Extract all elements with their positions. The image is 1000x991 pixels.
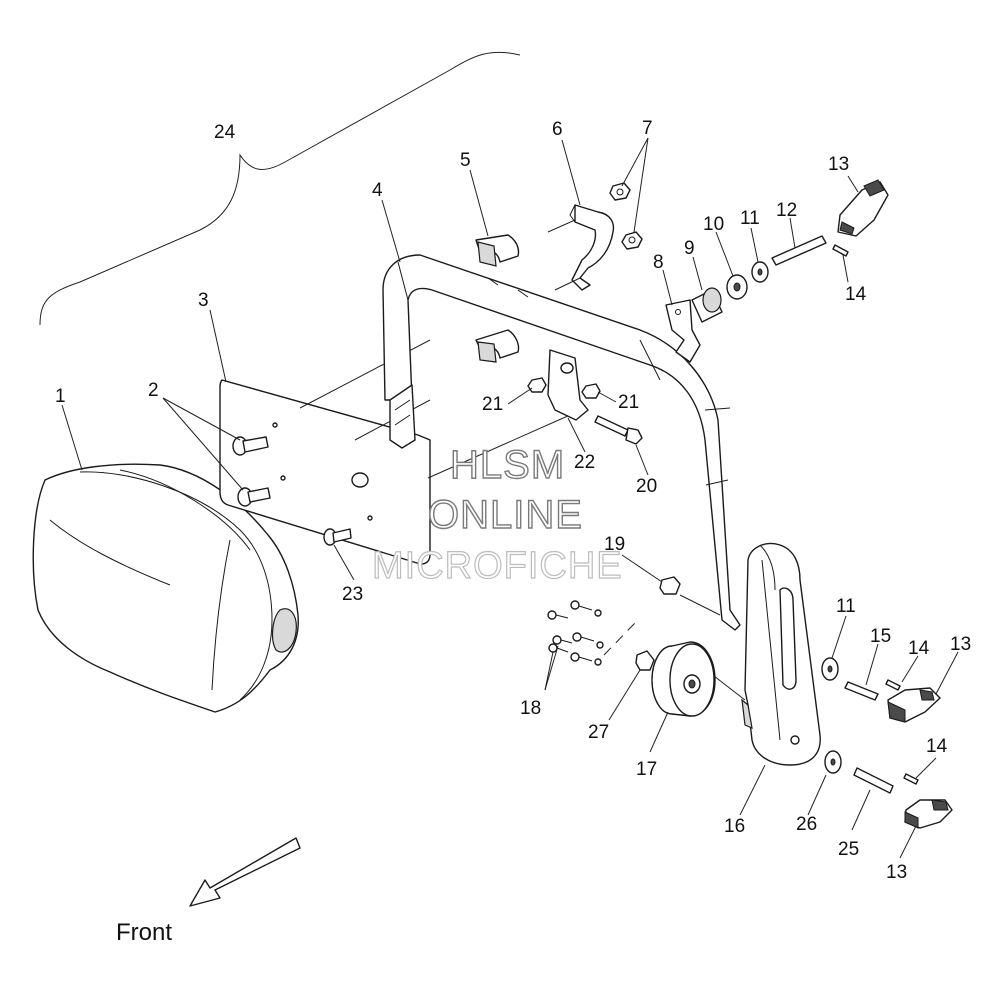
part-3-plate [219, 339, 571, 565]
part-11-washer-upper [751, 261, 769, 283]
callout-9: 9 [684, 238, 695, 259]
callout-labels: 1 2 3 4 5 6 7 8 9 10 11 12 13 14 11 15 1… [55, 118, 971, 883]
callout-27: 27 [588, 722, 609, 743]
part-5-clamps [475, 234, 520, 363]
callout-4: 4 [372, 180, 383, 201]
callout-25: 25 [838, 839, 859, 860]
part-26-washer [824, 750, 842, 774]
part-22-mount [547, 349, 589, 421]
part-18-screws [547, 600, 636, 666]
callout-13-middle: 13 [950, 634, 971, 655]
part-6-bracket [547, 204, 615, 291]
part-14-clip-upper [832, 244, 849, 257]
callout-5: 5 [460, 150, 471, 171]
callout-11-lower: 11 [836, 596, 856, 617]
callout-17: 17 [636, 759, 657, 780]
part-8-bracket [665, 299, 701, 363]
part-14-clip-lower [903, 773, 919, 785]
callout-18: 18 [520, 698, 541, 719]
callout-21-left: 21 [482, 394, 503, 415]
part-13-latch-upper [837, 179, 889, 237]
callout-11-upper: 11 [740, 208, 760, 229]
callout-23: 23 [342, 584, 363, 605]
watermark: HLSM ONLINE MICROFICHE [371, 442, 623, 587]
part-17-wheel [651, 641, 746, 717]
callout-22: 22 [574, 452, 595, 473]
callout-10: 10 [703, 214, 724, 235]
part-14-clip-middle [885, 679, 901, 691]
watermark-line-3: MICROFICHE [372, 545, 623, 587]
callout-26: 26 [796, 814, 817, 835]
part-10-washer [726, 274, 748, 300]
part-19-nut [659, 576, 721, 616]
watermark-line-1: HLSM [450, 443, 565, 487]
callout-6: 6 [552, 119, 563, 140]
callout-20: 20 [636, 476, 657, 497]
assembly-brace [39, 51, 521, 326]
part-1-cover [32, 463, 299, 713]
watermark-line-2: ONLINE [428, 493, 583, 537]
part-13-latch-middle [887, 687, 941, 723]
part-15-pin [844, 681, 879, 701]
part-9-spacer [691, 287, 723, 323]
callout-24: 24 [214, 122, 236, 143]
callout-14-middle: 14 [908, 638, 930, 659]
callout-2: 2 [148, 380, 159, 401]
part-21-nuts [527, 377, 601, 399]
part-7-nuts [609, 182, 643, 250]
part-20-bolt [594, 415, 643, 445]
callout-15: 15 [870, 626, 891, 647]
part-4-handle [382, 254, 741, 631]
callout-13-lower: 13 [886, 862, 907, 883]
part-27-nut [635, 650, 655, 671]
callout-13-upper: 13 [828, 154, 849, 175]
part-16-arm [741, 542, 821, 766]
part-13-latch-lower [904, 799, 953, 829]
callout-8: 8 [653, 252, 664, 273]
part-25-pin [853, 767, 894, 794]
callout-3: 3 [198, 290, 209, 311]
callout-7: 7 [642, 118, 653, 139]
callout-1: 1 [55, 386, 66, 407]
front-arrow [189, 837, 301, 907]
callout-14-lower: 14 [926, 736, 948, 757]
part-23-pin [323, 528, 352, 546]
leader-lines [61, 137, 959, 859]
part-12-pin [771, 235, 827, 266]
callout-21-right: 21 [618, 392, 639, 413]
callout-19: 19 [604, 534, 625, 555]
callout-12: 12 [776, 200, 797, 221]
part-2-pins [232, 436, 271, 507]
callout-14-upper: 14 [845, 284, 867, 305]
part-11-washer-lower [821, 657, 839, 681]
front-label: Front [116, 919, 172, 946]
callout-16: 16 [724, 816, 745, 837]
